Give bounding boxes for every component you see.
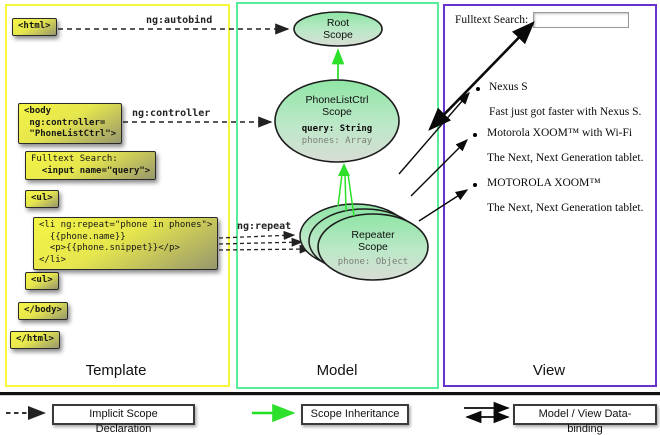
- ul-tag-box-1: <ul>: [25, 190, 59, 208]
- phone-property: phone: Object: [337, 257, 409, 268]
- view-column-title: View: [532, 362, 566, 379]
- phonelistctrl-scope-title: PhoneListCtrl Scope: [305, 94, 369, 119]
- legend-implicit-scope-declaration: Implicit Scope Declaration: [52, 404, 195, 435]
- model-column-frame: [236, 2, 439, 389]
- root-scope-label: Root Scope: [323, 17, 353, 42]
- view-item-desc: The Next, Next Generation tablet.: [487, 152, 644, 164]
- query-property: query: String: [301, 124, 373, 135]
- input-tag-code: <input name="query">: [31, 165, 151, 176]
- bullet-icon: [473, 133, 477, 137]
- view-fulltext-search-label: Fulltext Search:: [455, 14, 529, 26]
- legend-scope-inheritance: Scope Inheritance: [301, 404, 409, 425]
- repeater-scope-label: Repeater Scope phone: Object: [319, 229, 427, 268]
- template-column-frame: [5, 4, 230, 387]
- html-close-tag-box: </html>: [10, 331, 60, 349]
- legend-model-view-data-binding: Model / View Data-binding: [513, 404, 657, 435]
- phonelistctrl-scope-label: PhoneListCtrl Scope query: String phones…: [276, 94, 398, 147]
- view-item-desc: The Next, Next Generation tablet.: [487, 202, 644, 214]
- li-repeat-tag-box: <li ng:repeat="phone in phones"> {{phone…: [33, 217, 219, 270]
- view-item-title: Nexus S: [489, 81, 528, 93]
- ng-autobind-label: ng:autobind: [146, 15, 213, 26]
- view-item-title: MOTOROLA XOOM™: [487, 177, 601, 189]
- fulltext-search-template-box: Fulltext Search: <input name="query">: [25, 151, 157, 181]
- fulltext-label-code: Fulltext Search:: [31, 154, 118, 164]
- body-close-tag-box: </body>: [18, 302, 68, 320]
- view-column-frame: [443, 4, 657, 387]
- body-open-tag-box: <body ng:controller= "PhoneListCtrl">: [18, 103, 123, 145]
- bullet-icon: [473, 183, 477, 187]
- template-column-title: Template: [85, 362, 147, 379]
- ng-controller-label: ng:controller: [132, 108, 211, 119]
- view-item-title: Motorola XOOM™ with Wi-Fi: [487, 127, 633, 139]
- bullet-icon: [476, 87, 480, 91]
- phones-property: phones: Array: [301, 136, 373, 147]
- legend-separator-line: [0, 392, 660, 396]
- model-column-title: Model: [316, 362, 358, 379]
- ng-repeat-label: ng:repeat: [237, 221, 292, 232]
- view-item-desc: Fast just got faster with Nexus S.: [489, 106, 642, 118]
- ul-tag-box-2: <ul>: [25, 272, 59, 290]
- repeater-scope-title: Repeater Scope: [351, 229, 395, 254]
- view-search-input[interactable]: [533, 12, 629, 28]
- html-open-tag-box: <html>: [12, 18, 57, 36]
